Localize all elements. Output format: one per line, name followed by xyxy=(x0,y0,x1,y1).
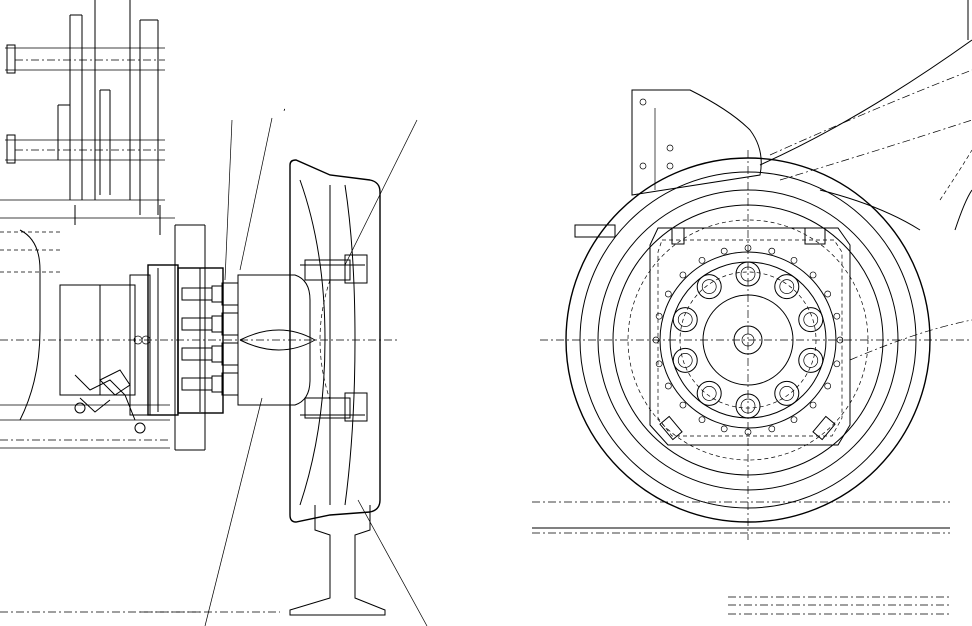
axle-hub xyxy=(0,274,400,406)
rim-rivet xyxy=(655,360,663,368)
hub-bolt-head xyxy=(803,312,819,327)
rim-rivet xyxy=(768,425,776,433)
rim-rivet xyxy=(824,382,832,390)
gearbox-housing xyxy=(59,264,224,434)
hub-bolt xyxy=(696,380,722,406)
rim-rivet xyxy=(720,247,728,255)
rim-rivet xyxy=(790,256,798,264)
hub-bolt-head xyxy=(677,353,693,368)
rim-rivet xyxy=(655,312,663,320)
rim-rivet xyxy=(698,256,706,264)
hub-bolt-head xyxy=(701,279,717,294)
wheel xyxy=(289,159,381,523)
rim-rivet xyxy=(833,312,841,320)
rim-rivet xyxy=(664,382,672,390)
centerlines xyxy=(540,150,972,540)
hub-bolt-head xyxy=(701,386,717,401)
annotation-mark: , xyxy=(283,103,286,113)
flange-bolts xyxy=(181,282,239,396)
rim-rivet xyxy=(768,247,776,255)
side-section-view: , xyxy=(0,0,428,626)
hub-bolt-head xyxy=(779,279,795,294)
ground-lines xyxy=(532,501,950,615)
hub-bolt-head xyxy=(803,353,819,368)
hub-bolt-head xyxy=(779,386,795,401)
frame-structure xyxy=(0,0,206,451)
hub-bolt xyxy=(672,307,698,333)
leader-lines: , xyxy=(204,103,428,626)
hub-bolt-head xyxy=(677,312,693,327)
end-view xyxy=(532,0,972,615)
rim-rivet xyxy=(720,425,728,433)
rim-rivet xyxy=(679,401,687,409)
rim-rivet xyxy=(698,416,706,424)
rim-rivet xyxy=(809,271,817,279)
mounting-bracket xyxy=(631,89,762,196)
rim-rivet xyxy=(836,336,844,344)
rim-rivet xyxy=(664,290,672,298)
rim-rivet xyxy=(833,360,841,368)
rail xyxy=(289,505,386,616)
axlebox-housing xyxy=(574,224,851,446)
hub-bolt xyxy=(696,274,722,300)
rim-rivet xyxy=(790,416,798,424)
rim-rivet xyxy=(679,271,687,279)
hub-bolt xyxy=(798,347,824,373)
rim-rivet xyxy=(824,290,832,298)
frame-curves xyxy=(759,39,972,361)
hub-bolt xyxy=(798,307,824,333)
rim-rivet xyxy=(809,401,817,409)
hub-bolt xyxy=(774,274,800,300)
hub-bolt xyxy=(672,347,698,373)
hub-bolt xyxy=(774,380,800,406)
